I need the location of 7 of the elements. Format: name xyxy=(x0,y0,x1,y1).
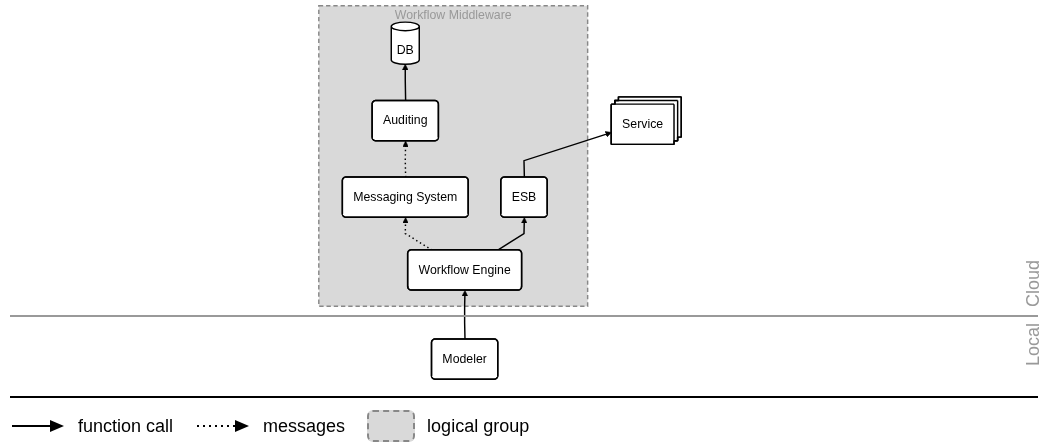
zone-label: Cloud xyxy=(1023,259,1044,307)
legend-label: messages xyxy=(263,415,346,437)
zone-label: Local xyxy=(1023,323,1044,367)
arrow xyxy=(402,64,409,102)
arrow xyxy=(497,217,528,251)
legend-label: function call xyxy=(78,415,174,437)
legend-label: logical group xyxy=(427,415,530,437)
